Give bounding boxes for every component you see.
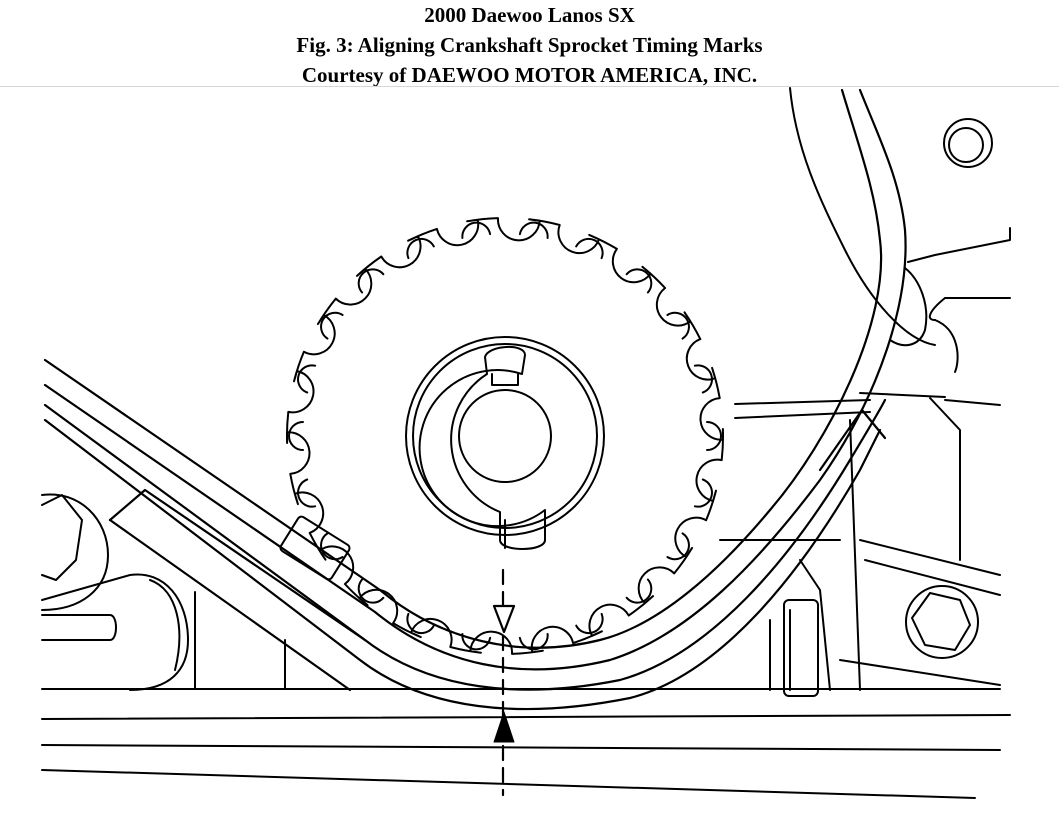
sprocket-tooth — [706, 421, 722, 451]
crankshaft-hub — [405, 336, 605, 550]
sprocket-tooth — [357, 578, 385, 604]
header-divider — [0, 86, 1059, 87]
timing-mark-alignment — [492, 568, 516, 797]
sprocket-tooth — [461, 221, 492, 239]
sprocket-teeth — [285, 217, 725, 655]
sprocket-timing-mark-arrow — [492, 604, 516, 634]
page-title: 2000 Daewoo Lanos SX — [424, 3, 635, 27]
sprocket-tooth — [357, 268, 385, 294]
left-hex-bolt — [41, 493, 109, 611]
figure-header: 2000 Daewoo Lanos SX Fig. 3: Aligning Cr… — [0, 0, 1059, 87]
sprocket-tooth — [575, 612, 604, 635]
sprocket-tooth — [406, 237, 435, 260]
sprocket-tooth — [666, 532, 690, 561]
right-housing — [719, 87, 1011, 697]
right-hex-bolt — [905, 585, 979, 659]
sprocket-tooth — [625, 578, 653, 604]
sprocket-tooth — [625, 268, 653, 294]
sprocket-tooth — [693, 478, 713, 508]
crankshaft-sprocket — [285, 217, 725, 655]
sprocket-tooth — [518, 221, 549, 239]
sprocket-tooth — [288, 421, 304, 451]
timing-belt — [43, 88, 907, 711]
block-timing-mark-arrow — [493, 711, 515, 743]
sprocket-tooth — [297, 364, 317, 394]
top-right-washer — [943, 118, 993, 168]
left-bracket — [41, 573, 189, 691]
sprocket-tooth — [693, 364, 713, 394]
figure-courtesy: Courtesy of DAEWOO MOTOR AMERICA, INC. — [301, 63, 758, 87]
engine-block-lines — [41, 688, 1011, 799]
sprocket-outline — [285, 217, 725, 655]
sprocket-tooth — [320, 532, 344, 561]
sprocket-tooth — [518, 633, 549, 651]
figure-caption: Fig. 3: Aligning Crankshaft Sprocket Tim… — [296, 33, 763, 57]
sprocket-tooth — [666, 311, 690, 340]
sprocket-tooth — [575, 237, 604, 260]
sprocket-tooth — [297, 478, 317, 508]
sprocket-tooth — [320, 311, 344, 340]
sprocket-tooth — [406, 612, 435, 635]
